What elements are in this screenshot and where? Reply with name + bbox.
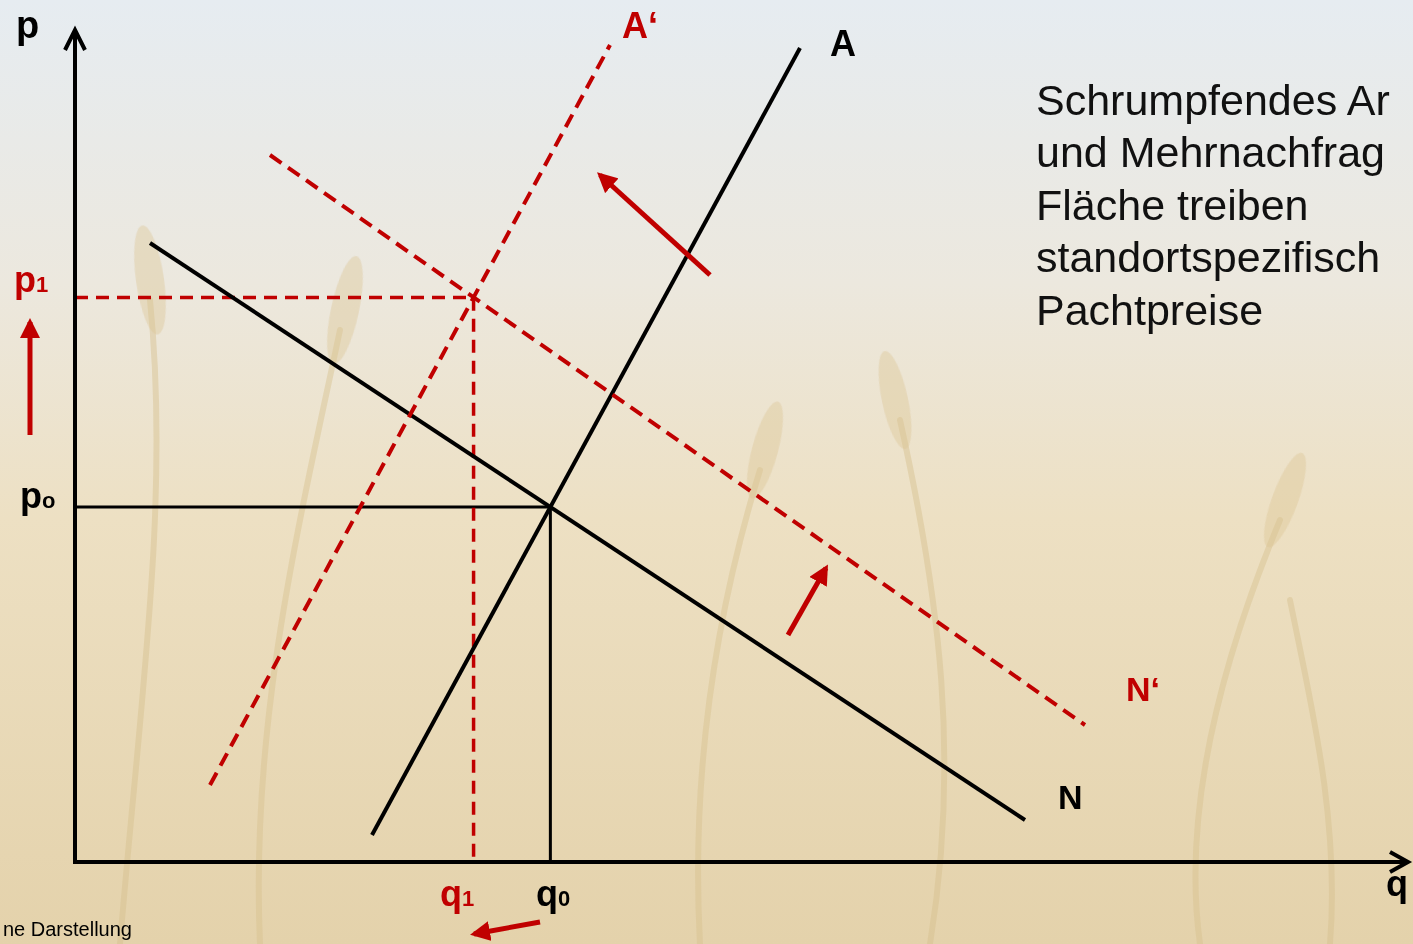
note-text: Schrumpfendes Ar und Mehrnachfrag Fläche…: [1036, 74, 1408, 336]
shift-arrow: [600, 175, 710, 275]
curve-label: N‘: [1126, 672, 1160, 706]
price-label: p1: [14, 262, 48, 298]
wheat-stalk: [900, 420, 944, 944]
wheat-ear: [320, 253, 370, 366]
quantity-label: q1: [440, 876, 474, 912]
wheat-ear: [1256, 449, 1315, 552]
wheat-ear: [128, 224, 171, 337]
wheat-stalk: [1290, 600, 1332, 944]
equilibrium-guide: [75, 507, 550, 862]
shifted-demand-curve: [270, 155, 1085, 725]
quantity-drop-arrow: [474, 922, 540, 934]
wheat-stalk: [698, 470, 760, 944]
demand-curve: [150, 243, 1025, 820]
axis-arrowhead: [65, 30, 85, 50]
y-axis: [73, 32, 77, 864]
shift-arrow: [788, 568, 826, 635]
axis-label: q: [1386, 866, 1408, 902]
wheat-stalk: [259, 330, 340, 944]
new-equilibrium-guide: [75, 297, 474, 862]
curve-label: A: [830, 26, 856, 62]
price-rise-arrow: [28, 322, 33, 435]
x-axis: [73, 860, 1406, 864]
wheat-stalk: [120, 300, 157, 944]
axis-label: p: [16, 6, 39, 44]
source-note: ne Darstellung: [3, 919, 132, 939]
wheat-ear: [740, 398, 791, 501]
quantity-label: q0: [536, 876, 570, 912]
supply-curve: [372, 48, 800, 835]
price-label: po: [20, 478, 55, 514]
wheat-ear: [872, 348, 918, 451]
curve-label: N: [1058, 780, 1083, 814]
curve-label: A‘: [622, 8, 658, 44]
wheat-stalk: [1195, 520, 1280, 944]
